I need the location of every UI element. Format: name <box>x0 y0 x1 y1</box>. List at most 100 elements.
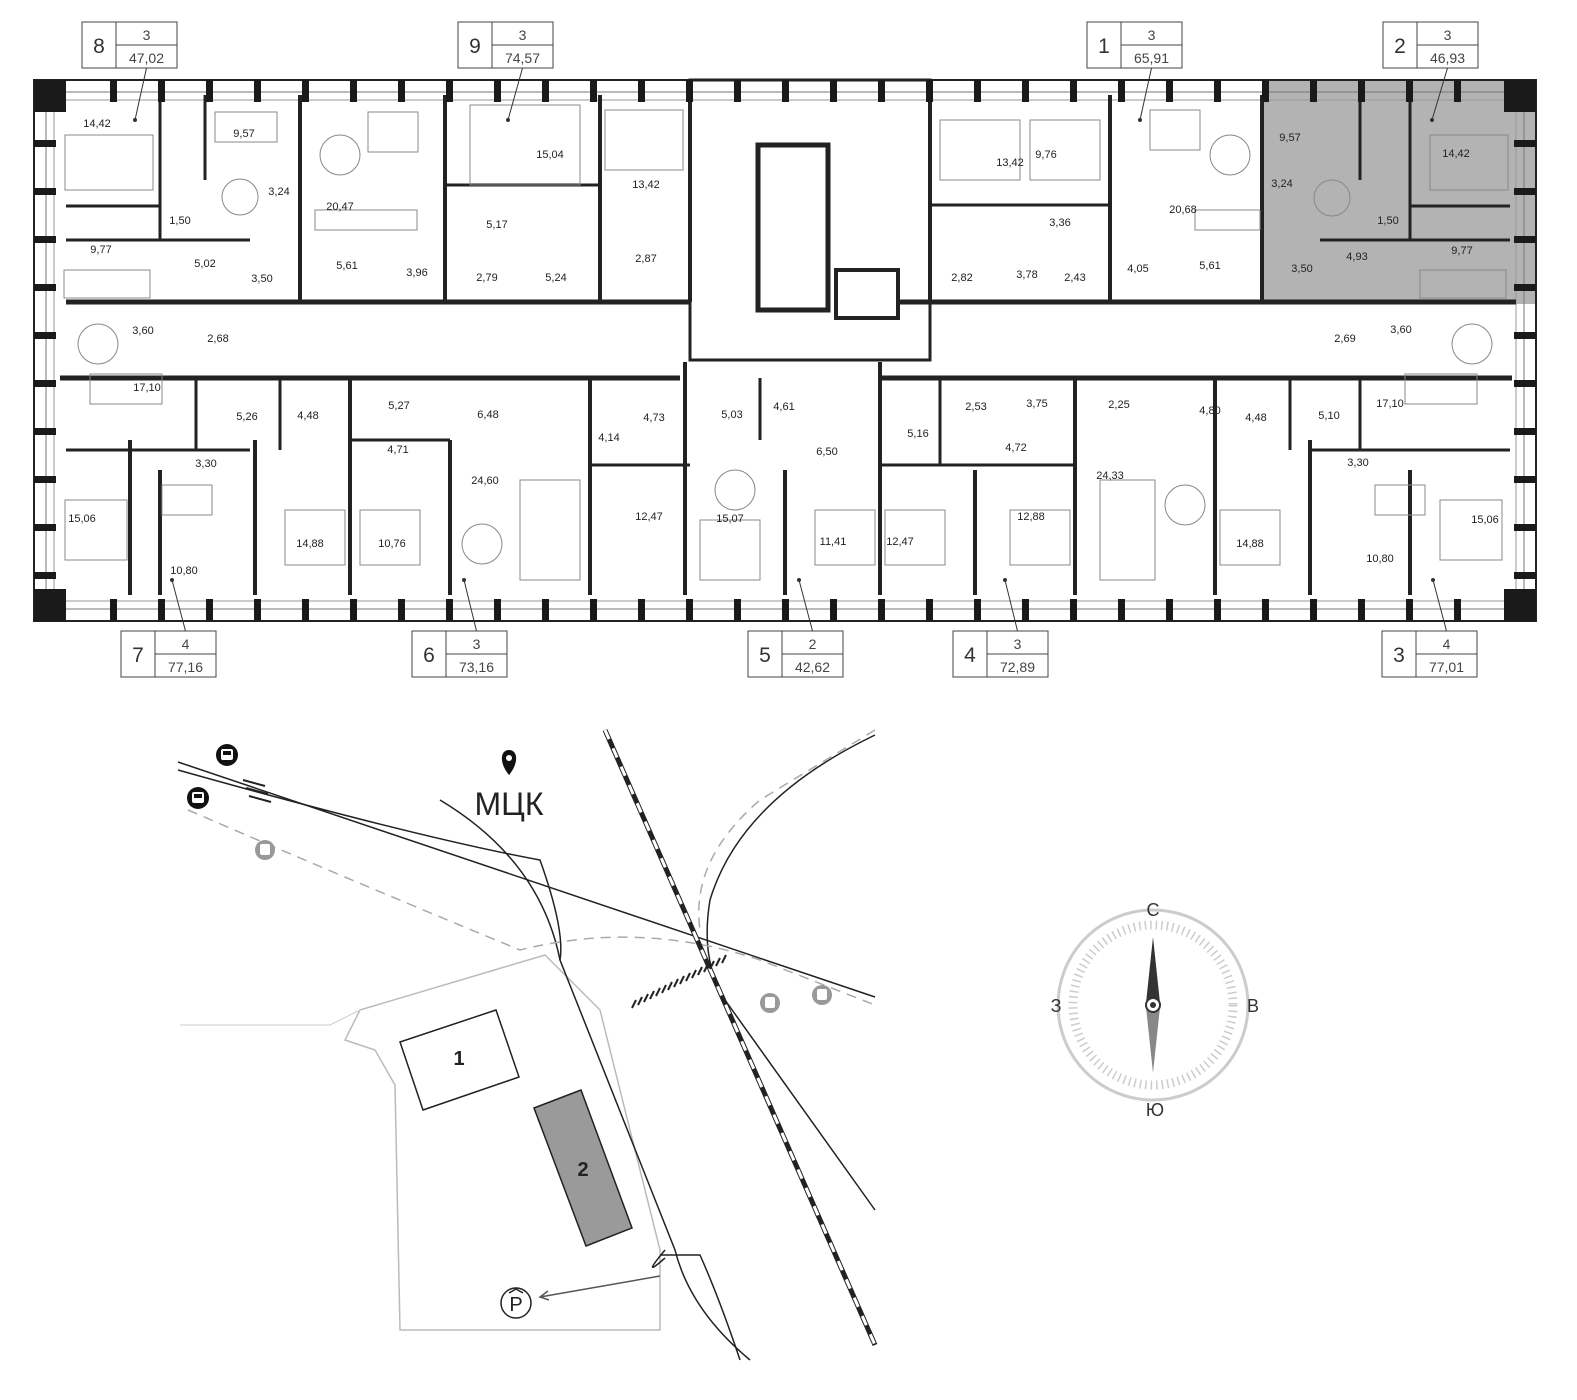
room-area-label: 6,50 <box>816 446 837 458</box>
room-area-label: 3,24 <box>268 186 289 198</box>
room-area-label: 5,61 <box>336 260 357 272</box>
dashed-road <box>187 729 876 1006</box>
corner-pillars <box>34 80 1536 621</box>
room-area-label: 4,73 <box>643 412 664 424</box>
room-area-label: 20,47 <box>326 201 354 213</box>
apartment-area: 42,62 <box>795 659 830 675</box>
mullion <box>686 80 693 102</box>
mullion <box>1454 599 1461 621</box>
room-area-label: 13,42 <box>996 157 1024 169</box>
mullion <box>254 599 261 621</box>
mullion <box>974 80 981 102</box>
mullion <box>34 236 56 243</box>
compass-north: С <box>1147 900 1160 920</box>
mullion <box>1310 80 1317 102</box>
room-area-label: 12,88 <box>1017 511 1045 523</box>
parking-icon <box>500 1287 532 1319</box>
mullion <box>1262 599 1269 621</box>
apartment-number: 2 <box>1394 35 1406 58</box>
apartment-number: 5 <box>759 644 771 667</box>
room-area-label: 17,10 <box>133 382 161 394</box>
room-area-label: 11,41 <box>820 536 847 548</box>
floor-plan: 14,429,573,241,509,775,023,5020,475,613,… <box>33 21 1537 678</box>
building-2[interactable]: 2 <box>533 1089 633 1247</box>
room-area-label: 4,48 <box>297 410 318 422</box>
room-area-label: 17,10 <box>1376 398 1404 410</box>
mullion <box>494 599 501 621</box>
building-1[interactable]: 1 <box>399 1009 520 1111</box>
apartment-2-highlight[interactable] <box>1262 80 1536 304</box>
room-area-label: 2,25 <box>1108 399 1129 411</box>
room-area-label: 9,77 <box>90 244 111 256</box>
mullion <box>1514 332 1536 339</box>
furniture <box>63 104 1509 581</box>
mullion <box>1514 284 1536 291</box>
mck-railway <box>602 728 878 1347</box>
apartment-area: 77,16 <box>168 659 203 675</box>
room-area-label: 3,36 <box>1049 217 1070 229</box>
room-area-label: 14,88 <box>1236 538 1264 550</box>
mullion <box>1358 80 1365 102</box>
mullion <box>350 599 357 621</box>
room-area-label: 4,93 <box>1346 251 1367 263</box>
room-area-label: 2,87 <box>635 253 656 265</box>
room-area-label: 10,80 <box>170 565 198 577</box>
tram-icon <box>760 993 780 1013</box>
parking-arrow <box>538 1275 661 1301</box>
room-area-label: 4,05 <box>1127 263 1148 275</box>
mullion <box>1358 599 1365 621</box>
facade-mullions <box>34 80 1536 621</box>
apartment-number: 4 <box>964 644 976 667</box>
mullion <box>158 80 165 102</box>
mullion <box>34 140 56 147</box>
room-area-label: 1,50 <box>169 215 190 227</box>
room-area-label: 12,47 <box>635 511 663 523</box>
room-area-label: 3,30 <box>195 458 216 470</box>
room-area-label: 4,72 <box>1005 442 1026 454</box>
room-area-label: 9,76 <box>1035 149 1056 161</box>
mullion <box>1118 599 1125 621</box>
mullion <box>1514 380 1536 387</box>
mullion <box>34 524 56 531</box>
territory-outline <box>343 954 661 1331</box>
mullion <box>1514 188 1536 195</box>
mullion <box>1214 599 1221 621</box>
mullion <box>110 599 117 621</box>
apartment-area: 65,91 <box>1134 50 1169 66</box>
room-area-label: 15,04 <box>536 149 564 161</box>
mullion <box>734 80 741 102</box>
room-area-label: 5,03 <box>721 409 742 421</box>
mullion <box>830 80 837 102</box>
svg-text:P: P <box>509 1294 522 1316</box>
mullion <box>446 599 453 621</box>
apartment-rooms: 3 <box>143 27 151 43</box>
mullion <box>254 80 261 102</box>
apartment-rooms: 3 <box>1148 27 1156 43</box>
mullion <box>926 80 933 102</box>
room-area-label: 1,50 <box>1377 215 1398 227</box>
apartment-area: 77,01 <box>1429 659 1464 675</box>
room-area-label: 20,68 <box>1169 204 1197 216</box>
mullion <box>1022 80 1029 102</box>
tram-icon <box>255 840 275 860</box>
bus-icon <box>812 985 832 1005</box>
compass-needle-north <box>1146 937 1160 1003</box>
room-area-label: 14,42 <box>1442 148 1470 160</box>
room-area-label: 3,75 <box>1026 398 1047 410</box>
crosswalks <box>242 779 727 1009</box>
mullion <box>590 80 597 102</box>
mullion <box>34 332 56 339</box>
station-marker[interactable]: МЦК <box>475 750 544 822</box>
parking-marker[interactable]: P <box>500 1275 661 1319</box>
apartment-rooms: 3 <box>519 27 527 43</box>
